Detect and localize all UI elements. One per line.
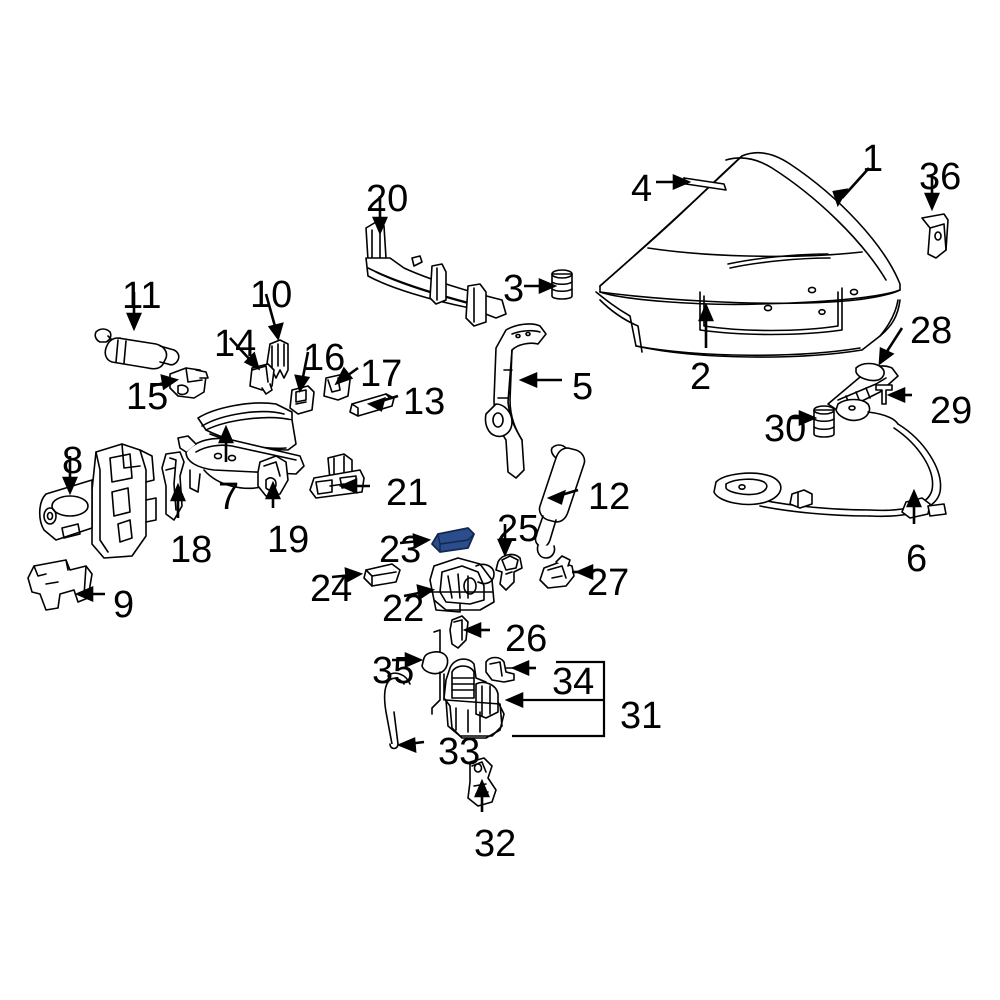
callout-8: 8: [62, 440, 84, 482]
part-latch-actuator-assembly: [429, 557, 495, 613]
callout-33: 33: [438, 731, 481, 773]
part-latch-striker-housing: [38, 443, 157, 559]
callout-36: 36: [919, 156, 962, 198]
callout-23: 23: [379, 529, 422, 571]
callout-24: 24: [310, 568, 353, 610]
part-connecting-rod: [383, 672, 411, 750]
callout-18: 18: [170, 529, 213, 571]
callout-13: 13: [403, 381, 446, 423]
callout-11: 11: [122, 275, 162, 317]
part-gas-strut-cylinder: [534, 444, 586, 559]
callout-17: 17: [360, 353, 403, 395]
callout-14: 14: [214, 323, 257, 365]
part-mounting-plate-bracket: [309, 453, 365, 499]
callout-19: 19: [267, 519, 310, 561]
part-gas-strut-support: [94, 328, 180, 370]
part-small-cover-cap: [363, 563, 401, 587]
callout-22: 22: [382, 588, 425, 630]
part-lock-motor-assembly: [443, 658, 505, 739]
callout-10: 10: [250, 274, 293, 316]
callout-2: 2: [690, 356, 712, 398]
part-rubber-bumper-stop: [551, 269, 573, 300]
part-link-lever-rod: [421, 629, 449, 715]
callout-9: 9: [113, 584, 135, 626]
part-torsion-bar-assembly: [177, 402, 305, 493]
part-pivot-block: [257, 455, 289, 497]
callout-21: 21: [386, 472, 429, 514]
part-pivot-bushing-bracket: [169, 367, 209, 399]
part-corner-bracket: [921, 213, 949, 259]
callout-1: 1: [862, 138, 884, 180]
callout-25: 25: [497, 508, 540, 550]
part-highlighted-wedge-block: [431, 527, 475, 553]
callout-35: 35: [372, 650, 415, 692]
callout-12: 12: [588, 476, 631, 518]
part-lock-pin: [449, 615, 469, 649]
part-angled-bracket-clip: [539, 555, 575, 589]
callout-6: 6: [906, 538, 928, 580]
callout-26: 26: [505, 618, 548, 660]
callout-16: 16: [303, 337, 346, 379]
part-square-grommet: [289, 385, 315, 415]
leader-lines: [62, 167, 940, 812]
callout-20: 20: [366, 178, 409, 220]
callout-31: 31: [620, 695, 663, 737]
callout-5: 5: [572, 366, 594, 408]
callout-7: 7: [218, 476, 240, 518]
callout-3: 3: [503, 268, 525, 310]
callout-29: 29: [930, 390, 973, 432]
part-retainer-clip: [249, 363, 275, 395]
callout-34: 34: [552, 661, 595, 703]
callout-27: 27: [587, 562, 630, 604]
part-hinge-arm-right: [484, 323, 547, 479]
part-trunk-lid-panel: [595, 151, 901, 358]
callout-4: 4: [631, 168, 653, 210]
part-solenoid-plunger: [485, 656, 515, 683]
part-screw-fastener: [875, 384, 893, 405]
part-upper-crossmember: [365, 221, 507, 327]
callout-15: 15: [126, 376, 169, 418]
part-push-pin-fastener: [495, 553, 523, 591]
part-reinforcement-bracket: [27, 559, 93, 611]
callout-28: 28: [910, 310, 953, 352]
callout-30: 30: [764, 408, 807, 450]
part-rubber-spacer-bushing: [813, 405, 835, 438]
part-link-rod-bracket: [161, 451, 185, 521]
callout-32: 32: [474, 823, 517, 865]
